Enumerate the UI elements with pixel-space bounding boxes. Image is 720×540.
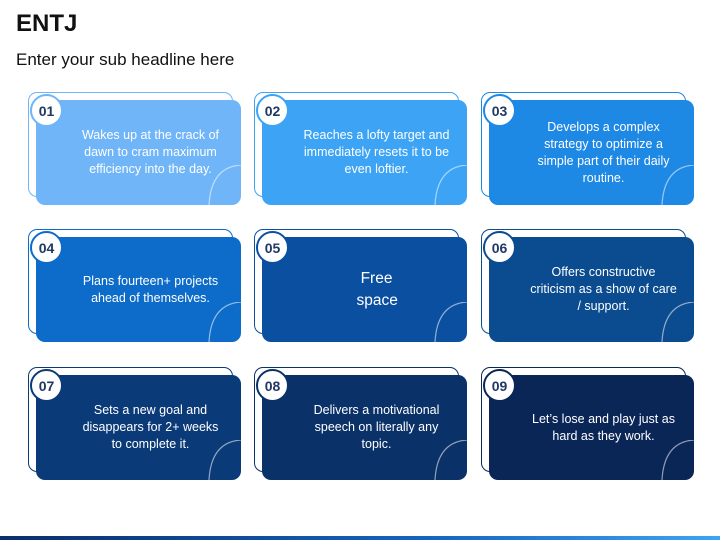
card-text: Wakes up at the crack of dawn to cram ma… [81,128,220,176]
card-01: Wakes up at the crack of dawn to cram ma… [28,92,243,207]
folded-corner-icon [208,440,241,480]
card-text: Develops a complex strategy to optimize … [537,119,670,185]
folded-corner-icon [661,302,694,342]
card-number-badge: 06 [483,231,516,264]
card-02: Reaches a lofty target and immediately r… [254,92,469,207]
card-number-badge: 07 [30,369,63,402]
card-number-badge: 04 [30,231,63,264]
folded-corner-icon [434,165,467,205]
card-panel: Reaches a lofty target and immediately r… [262,100,467,205]
card-panel: Plans fourteen+ projects ahead of themse… [36,237,241,342]
card-08: Delivers a motivational speech on litera… [254,367,469,482]
card-06: Offers constructive criticism as a show … [481,229,696,344]
card-number-badge: 05 [256,231,289,264]
card-text: Let’s lose and play just as hard as they… [532,411,675,443]
card-09: Let’s lose and play just as hard as they… [481,367,696,482]
card-panel: Free space [262,237,467,342]
bottom-accent-bar [0,536,720,540]
card-05: Free space 05 [254,229,469,344]
card-panel: Develops a complex strategy to optimize … [489,100,694,205]
card-panel: Offers constructive criticism as a show … [489,237,694,342]
card-number-badge: 02 [256,94,289,127]
folded-corner-icon [434,302,467,342]
card-text: Reaches a lofty target and immediately r… [303,128,450,176]
card-03: Develops a complex strategy to optimize … [481,92,696,207]
folded-corner-icon [434,440,467,480]
card-panel: Delivers a motivational speech on litera… [262,375,467,480]
page-title: ENTJ [16,10,78,37]
folded-corner-icon [661,165,694,205]
folded-corner-icon [661,440,694,480]
card-04: Plans fourteen+ projects ahead of themse… [28,229,243,344]
card-number-badge: 08 [256,369,289,402]
card-text: Sets a new goal and disappears for 2+ we… [82,403,219,451]
card-panel: Sets a new goal and disappears for 2+ we… [36,375,241,480]
card-text: Free space [356,269,398,309]
card-text: Delivers a motivational speech on litera… [313,403,440,451]
card-number-badge: 09 [483,369,516,402]
card-panel: Wakes up at the crack of dawn to cram ma… [36,100,241,205]
card-number-badge: 03 [483,94,516,127]
card-text: Plans fourteen+ projects ahead of themse… [82,273,219,305]
page-subtitle: Enter your sub headline here [16,50,235,69]
folded-corner-icon [208,165,241,205]
folded-corner-icon [208,302,241,342]
card-number-badge: 01 [30,94,63,127]
card-07: Sets a new goal and disappears for 2+ we… [28,367,243,482]
card-panel: Let’s lose and play just as hard as they… [489,375,694,480]
card-text: Offers constructive criticism as a show … [530,265,677,313]
